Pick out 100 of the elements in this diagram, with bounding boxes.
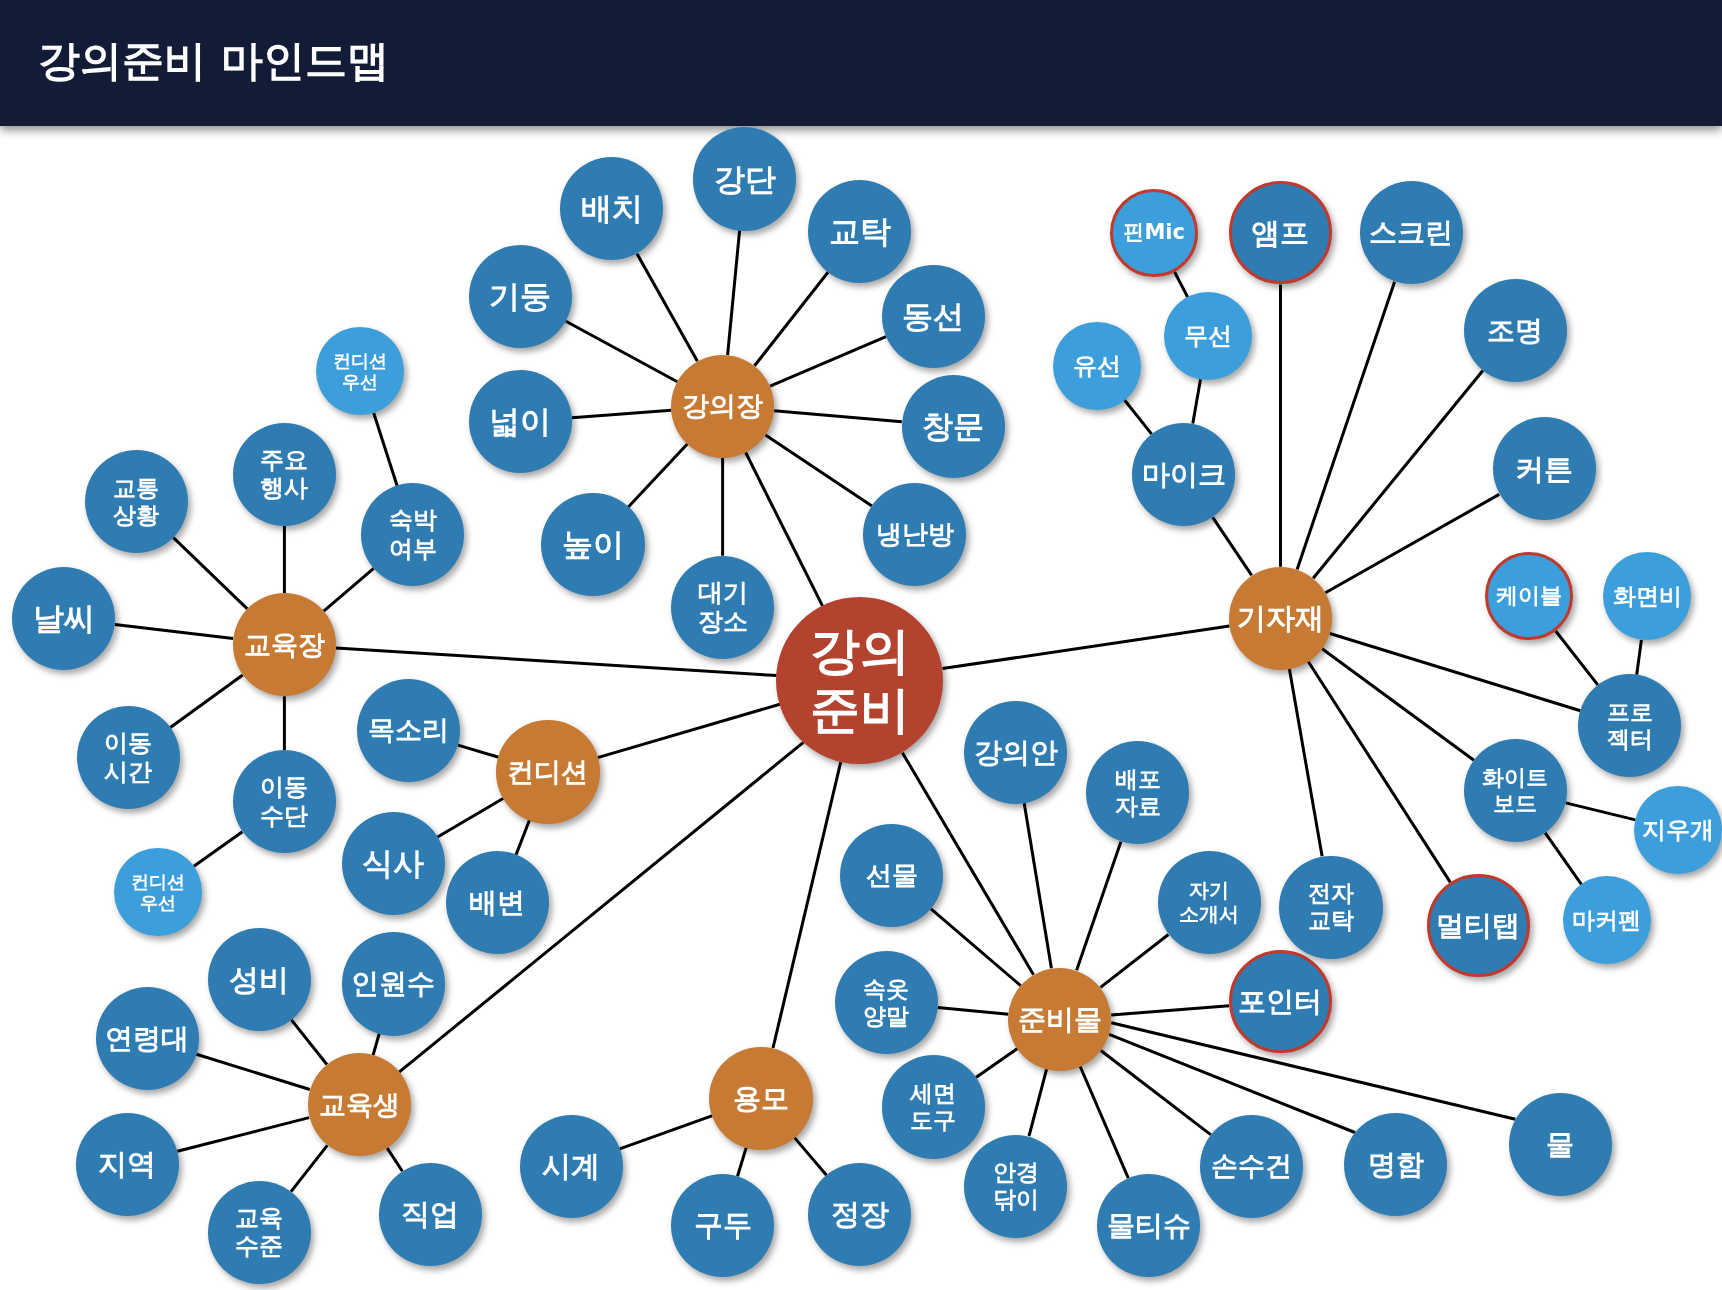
topic-circle: 목소리 [356, 678, 461, 782]
central-circle: 강의 준비 [776, 597, 944, 765]
connector-line [930, 907, 1022, 987]
connector-line [1312, 369, 1485, 580]
connector-line [1123, 399, 1153, 436]
topic-circle: 앰프 [1228, 181, 1333, 285]
branch-circle: 교육장 [232, 593, 336, 697]
connector-line [937, 1006, 1009, 1016]
connector-line [619, 1114, 713, 1151]
connector-line [744, 451, 824, 607]
connector-line [335, 646, 777, 678]
connector-line [1307, 660, 1452, 884]
connector-line [371, 1033, 381, 1056]
topic-circle: 선물 [840, 823, 944, 927]
connector-line [793, 1136, 828, 1177]
branch-circle: 강의장 [671, 354, 775, 458]
connector-line [1324, 493, 1500, 595]
connector-line [436, 796, 505, 839]
connector-line [771, 761, 843, 1049]
topic-circle: 강의안 [964, 700, 1068, 804]
topic-circle: 교탁 [808, 180, 912, 284]
connector-line [627, 442, 689, 509]
connector-line [1108, 1033, 1356, 1134]
connector-line [1111, 1004, 1230, 1017]
topic-circle: 포인터 [1228, 950, 1333, 1054]
topic-circle: 이동 시간 [76, 706, 181, 810]
connector-line [1635, 639, 1643, 675]
connector-line [193, 830, 244, 868]
topic-circle: 물티슈 [1097, 1174, 1201, 1278]
connector-line [1287, 668, 1324, 857]
topic-circle: 프로젝터 [1578, 674, 1682, 778]
connector-line [1329, 632, 1581, 713]
subtopic-circle: 지우개 [1634, 786, 1722, 875]
subtopic-circle: 무선 [1164, 292, 1252, 380]
topic-circle: 속옷 양말 [834, 951, 938, 1055]
connector-line [1099, 933, 1170, 989]
connector-line [721, 458, 725, 556]
topic-circle: 전자 교탁 [1279, 855, 1383, 959]
topic-circle: 식사 [341, 811, 445, 915]
connector-line [385, 1147, 404, 1173]
topic-circle: 배치 [560, 157, 664, 261]
connector-line [901, 751, 1035, 976]
connector-line [975, 1047, 1019, 1079]
connector-line [635, 252, 699, 363]
connector-line [764, 433, 873, 508]
connector-line [1022, 802, 1053, 969]
topic-circle: 구두 [671, 1174, 775, 1278]
topic-circle: 날씨 [12, 566, 116, 670]
connector-line [773, 409, 902, 424]
topic-circle: 넓이 [468, 370, 573, 474]
subtopic-circle: 핀Mic [1110, 188, 1199, 277]
connector-line [372, 412, 399, 487]
connector-line [177, 1116, 310, 1153]
topic-circle: 기둥 [468, 244, 573, 349]
topic-circle: 안경 닦이 [964, 1134, 1068, 1238]
connector-line [195, 1052, 311, 1091]
topic-circle: 동선 [881, 264, 986, 368]
connector-line [1075, 841, 1123, 971]
connector-line [398, 741, 805, 1074]
topic-circle: 정장 [808, 1163, 912, 1267]
topic-circle: 주요 행사 [232, 422, 336, 526]
topic-circle: 인원수 [341, 932, 445, 1036]
connector-line [322, 567, 375, 613]
subtopic-circle: 컨디션 우선 [114, 847, 203, 936]
topic-circle: 조명 [1463, 278, 1568, 383]
connector-line [1110, 1021, 1516, 1121]
connector-line [1295, 281, 1397, 570]
title: 강의준비 마인드맵 [38, 36, 389, 86]
connector-line [282, 696, 286, 751]
topic-circle: 이동 수단 [232, 750, 336, 854]
connector-line [290, 1018, 329, 1066]
subtopic-circle: 컨디션 우선 [316, 327, 405, 416]
connector-line [514, 819, 531, 856]
connector-line [597, 702, 781, 760]
topic-circle: 대기 장소 [671, 555, 775, 659]
connector-line [282, 526, 286, 593]
subtopic-circle: 마커펜 [1562, 876, 1651, 965]
connector-line [172, 536, 249, 610]
subtopic-circle: 케이블 [1484, 552, 1573, 641]
topic-circle: 연령대 [95, 987, 199, 1091]
connector-line [769, 335, 887, 388]
topic-circle: 시계 [519, 1114, 623, 1218]
connector-line [753, 271, 830, 367]
connector-line [1099, 1049, 1212, 1137]
connector-line [1211, 516, 1253, 577]
connector-line [1565, 801, 1636, 822]
topic-circle: 세면 도구 [881, 1055, 986, 1159]
connector-line [1173, 271, 1190, 298]
connector-line [736, 1147, 748, 1177]
branch-circle: 교육생 [307, 1053, 411, 1157]
connector-line [169, 673, 244, 729]
topic-circle: 물 [1508, 1092, 1613, 1196]
connector-line [114, 622, 234, 640]
connector-line [726, 230, 742, 356]
connector-line [457, 743, 500, 759]
subtopic-circle: 화면비 [1603, 552, 1692, 641]
connector-line [1279, 284, 1282, 567]
branch-circle: 준비물 [1008, 967, 1112, 1071]
topic-circle: 마이크 [1132, 422, 1236, 526]
branch-circle: 컨디션 [496, 720, 600, 824]
